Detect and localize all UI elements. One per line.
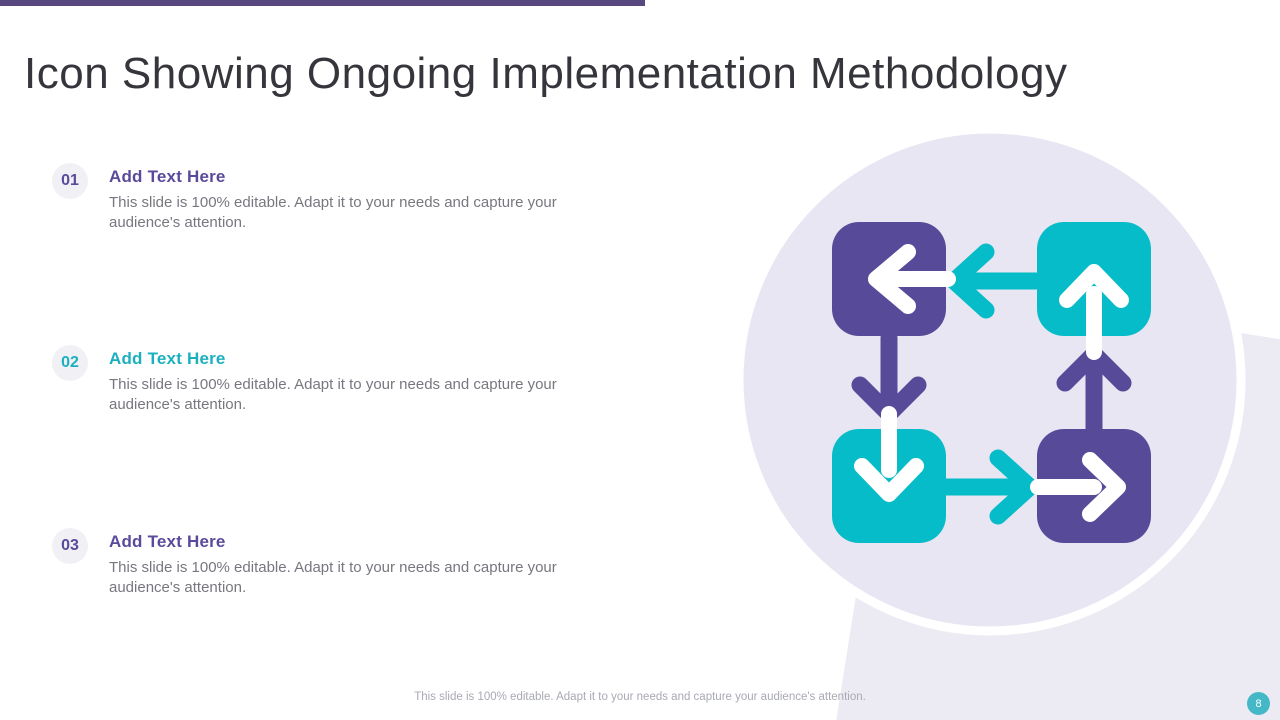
white-right-arrow-icon xyxy=(1030,452,1126,522)
page-number-badge: 8 xyxy=(1247,692,1270,715)
item-number: 03 xyxy=(61,537,79,554)
slide-footer-note: This slide is 100% editable. Adapt it to… xyxy=(414,691,866,703)
accent-top-bar xyxy=(0,0,645,6)
item-heading-placeholder[interactable]: Add Text Here xyxy=(109,532,226,551)
page-title: Icon Showing Ongoing Implementation Meth… xyxy=(24,49,1068,99)
white-up-arrow-icon xyxy=(1059,264,1129,360)
list-item-02: 02 Add Text Here This slide is 100% edit… xyxy=(52,345,589,414)
item-heading-placeholder[interactable]: Add Text Here xyxy=(109,167,226,186)
item-text-block: Add Text Here This slide is 100% editabl… xyxy=(109,528,589,597)
item-number: 01 xyxy=(61,172,79,189)
item-number: 02 xyxy=(61,354,79,371)
background-circle xyxy=(734,124,1246,636)
item-number-badge: 03 xyxy=(52,528,88,564)
item-body-placeholder[interactable]: This slide is 100% editable. Adapt it to… xyxy=(109,194,557,231)
item-number-badge: 02 xyxy=(52,345,88,381)
item-number-badge: 01 xyxy=(52,163,88,199)
white-down-arrow-icon xyxy=(854,406,924,502)
list-item-01: 01 Add Text Here This slide is 100% edit… xyxy=(52,163,589,232)
item-text-block: Add Text Here This slide is 100% editabl… xyxy=(109,163,589,232)
item-text-block: Add Text Here This slide is 100% editabl… xyxy=(109,345,589,414)
item-body-placeholder[interactable]: This slide is 100% editable. Adapt it to… xyxy=(109,376,557,413)
white-left-arrow-icon xyxy=(868,244,956,314)
item-heading-placeholder[interactable]: Add Text Here xyxy=(109,349,226,368)
list-item-03: 03 Add Text Here This slide is 100% edit… xyxy=(52,528,589,597)
item-body-placeholder[interactable]: This slide is 100% editable. Adapt it to… xyxy=(109,559,557,596)
page-number: 8 xyxy=(1255,697,1262,710)
